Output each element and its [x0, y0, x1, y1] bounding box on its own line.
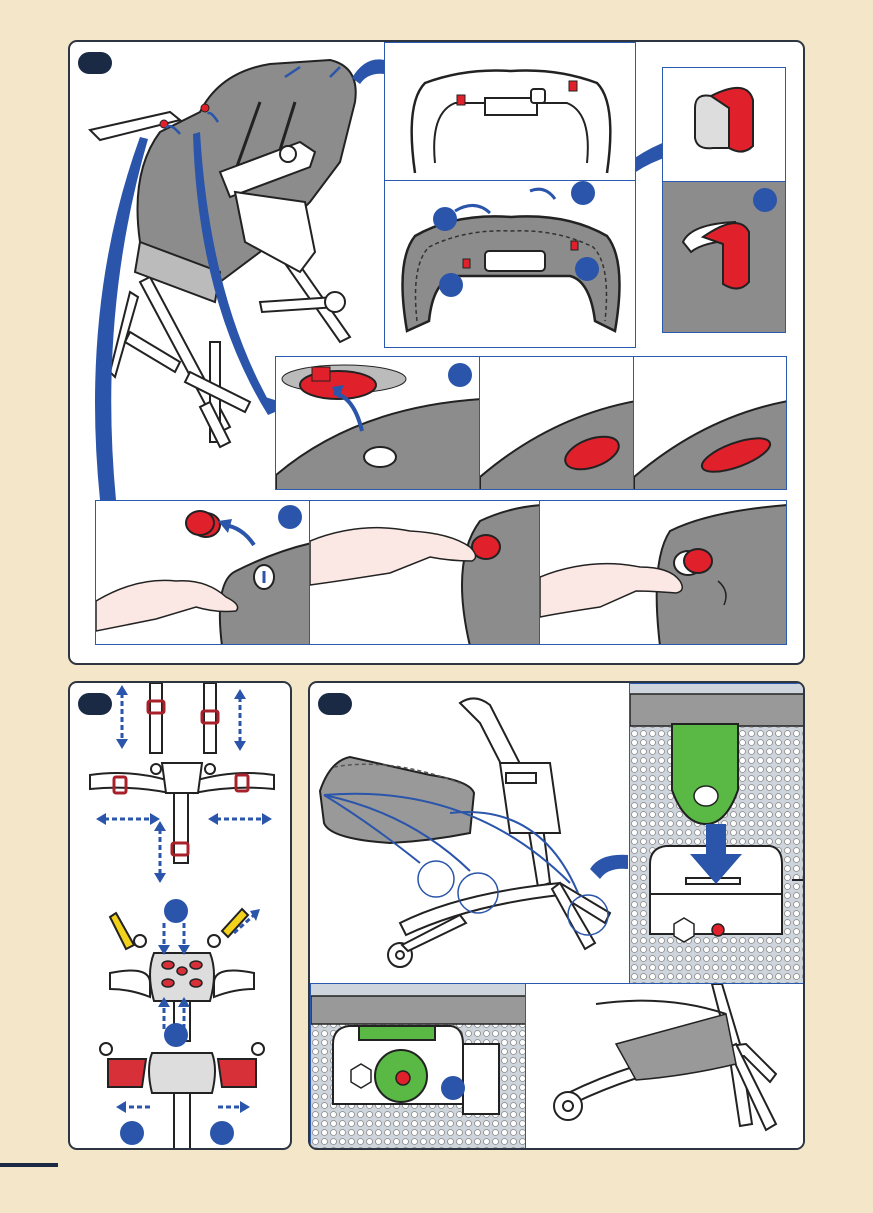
step-marker-5 — [753, 188, 777, 212]
detail-red-tab-inserted — [662, 181, 786, 333]
detail-seat-edge-1 — [275, 356, 481, 490]
step-marker-1 — [441, 1076, 465, 1100]
step-marker-1 — [433, 207, 457, 231]
figure-panel-harness — [68, 681, 292, 1150]
detail-hand-1 — [95, 500, 311, 645]
step-marker-4 — [210, 1121, 234, 1145]
step-marker-2 — [571, 181, 595, 205]
step-marker-7 — [278, 505, 302, 529]
basket-attach-drawing — [310, 683, 628, 983]
page-corner-rule — [0, 1163, 58, 1167]
step-marker-3 — [439, 273, 463, 297]
step-marker-3 — [120, 1121, 144, 1145]
detail-seat-edge-3 — [633, 356, 787, 490]
step-marker-1 — [164, 899, 188, 923]
detail-seat-edge-2 — [479, 356, 635, 490]
detail-hand-2 — [309, 500, 541, 645]
figure-panel-seat-cover — [68, 40, 805, 665]
detail-strap-locked — [310, 983, 527, 1150]
detail-tray-top — [384, 42, 636, 182]
step-marker-6 — [448, 363, 472, 387]
detail-strap-insert — [629, 683, 805, 985]
detail-hand-3 — [539, 500, 787, 645]
figure-panel-basket — [308, 681, 805, 1150]
step-marker-4 — [575, 257, 599, 281]
detail-tray-cover — [384, 180, 636, 348]
detail-basket-attached — [525, 983, 805, 1150]
detail-red-tab-top — [662, 67, 786, 183]
step-marker-2 — [164, 1023, 188, 1047]
